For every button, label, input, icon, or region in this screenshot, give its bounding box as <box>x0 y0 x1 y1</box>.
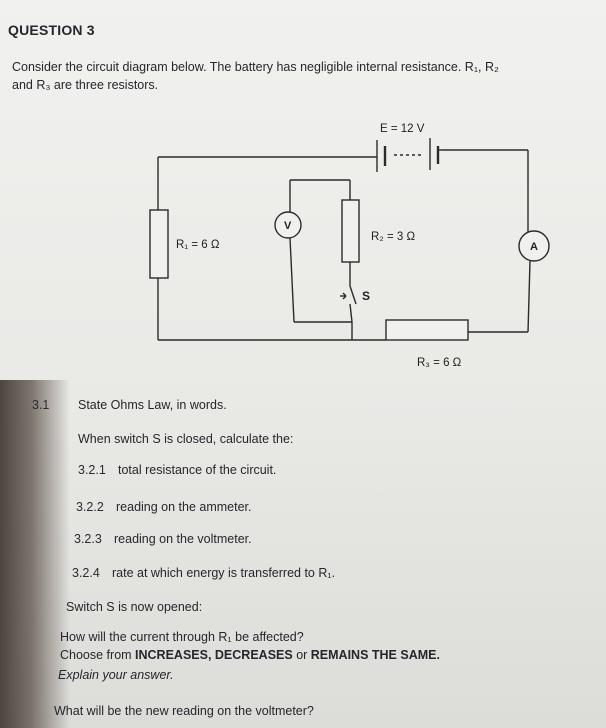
current-question-line1: How will the current through R₁ be affec… <box>60 630 304 644</box>
item-number: 3.2.2 <box>76 500 104 514</box>
explain-instruction: Explain your answer. <box>58 668 174 682</box>
r3-resistor <box>385 319 469 341</box>
item-number: 3.2.1 <box>78 463 106 477</box>
battery-symbol <box>376 138 441 172</box>
item-number: 3.2.4 <box>72 566 100 580</box>
choice-options: INCREASES, DECREASES <box>135 648 293 662</box>
choice-or: or <box>292 648 311 662</box>
item-text: rate at which energy is transferred to R… <box>112 566 336 580</box>
r3-label: R₃ = 6 Ω <box>417 357 462 369</box>
item-number: 3.2.3 <box>74 532 102 546</box>
item-text: total resistance of the circuit. <box>118 463 277 477</box>
switch-open-intro: Switch S is now opened: <box>66 600 203 614</box>
voltmeter-wire-bottom <box>289 237 295 323</box>
choice-same: REMAINS THE SAME. <box>310 648 440 662</box>
current-question-line2: Choose from INCREASES, DECREASES or REMA… <box>60 648 440 662</box>
voltmeter-question: What will be the new reading on the volt… <box>54 704 314 718</box>
emf-label: E = 12 V <box>380 123 425 135</box>
intro-line-1: Consider the circuit diagram below. The … <box>12 60 499 74</box>
ammeter-symbol: A <box>530 241 538 253</box>
item-text: reading on the voltmeter. <box>114 532 252 546</box>
choose-prefix: Choose from <box>60 648 136 662</box>
right-wire-lower <box>527 260 531 333</box>
question-heading: QUESTION 3 <box>8 22 95 38</box>
hand-shadow <box>0 380 70 728</box>
switch-label: S <box>362 289 370 303</box>
r2-resistor <box>341 199 360 263</box>
item-number: 3.1 <box>32 398 50 412</box>
item-text: reading on the ammeter. <box>116 500 252 514</box>
intro-line-2: and R₃ are three resistors. <box>12 78 159 92</box>
item-text: When switch S is closed, calculate the: <box>78 432 294 446</box>
ammeter <box>518 230 550 262</box>
r1-label: R₁ = 6 Ω <box>176 239 220 251</box>
r1-resistor <box>149 209 169 279</box>
voltmeter-symbol: V <box>284 220 292 232</box>
voltmeter <box>274 211 302 239</box>
r2-label: R₂ = 3 Ω <box>371 231 415 243</box>
switch-s <box>340 285 357 323</box>
item-text: State Ohms Law, in words. <box>78 398 227 412</box>
